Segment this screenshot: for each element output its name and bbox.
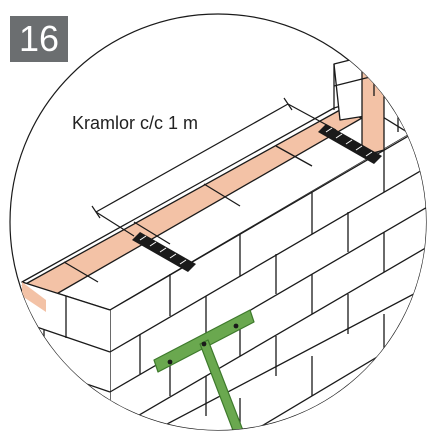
dimension-main-line — [95, 103, 289, 213]
wall-tie-right — [318, 124, 382, 164]
dimension-label: Kramlor c/c 1 m — [72, 113, 199, 133]
step-number: 16 — [18, 18, 60, 59]
anchor-bracket — [153, 309, 255, 430]
top-course — [21, 95, 421, 311]
dimension-tick-left — [95, 211, 135, 237]
step-badge-bg — [10, 16, 68, 62]
wall-tie-left — [132, 232, 196, 272]
mortar-strip — [22, 110, 362, 300]
